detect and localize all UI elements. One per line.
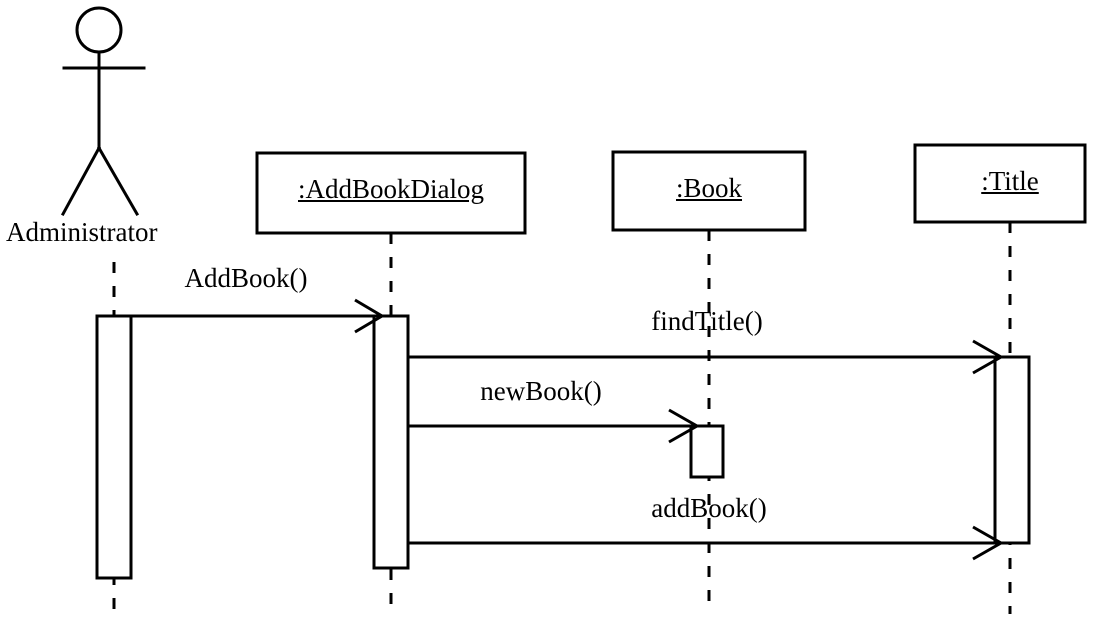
message-label-findtitle: findTitle() bbox=[651, 306, 763, 336]
lifeline-box-title[interactable] bbox=[913, 143, 1087, 224]
actor-right-leg-line bbox=[96, 145, 140, 217]
message-arrowhead-addbook2 bbox=[972, 525, 1005, 561]
lifeline-box-addbookdialog[interactable] bbox=[255, 151, 527, 235]
actor-left-leg-line bbox=[60, 145, 102, 217]
lifeline-label-book: :Book bbox=[675, 173, 743, 203]
activation-bar-book bbox=[689, 424, 725, 479]
message-arrow-addbook2 bbox=[408, 525, 1005, 561]
activation-bar-title bbox=[993, 355, 1031, 545]
lifeline-label-title: :Title bbox=[981, 166, 1039, 196]
activation-bars-group bbox=[95, 314, 1031, 580]
activation-bar-administrator bbox=[95, 314, 133, 580]
actor-head-icon bbox=[75, 6, 123, 54]
activation-bar-addbookdialog bbox=[372, 314, 410, 570]
lifeline-header-boxes-group bbox=[255, 143, 1087, 235]
message-arrows-group bbox=[114, 298, 1005, 561]
message-arrowhead-addbook bbox=[354, 298, 385, 334]
message-arrow-findtitle bbox=[408, 339, 1005, 375]
message-label-addbook2: addBook() bbox=[651, 493, 767, 523]
message-arrow-addbook bbox=[114, 298, 385, 334]
message-arrowhead-newbook bbox=[668, 408, 701, 444]
message-label-addbook: AddBook() bbox=[184, 263, 308, 293]
message-label-newbook: newBook() bbox=[480, 376, 602, 406]
message-arrowhead-findtitle bbox=[972, 339, 1005, 375]
lifeline-box-book[interactable] bbox=[611, 150, 807, 232]
message-arrow-newbook bbox=[408, 408, 701, 444]
actor-label-administrator: Administrator bbox=[6, 217, 158, 247]
actor-stick-figure-icon bbox=[60, 6, 146, 217]
lifeline-label-addbookdialog: :AddBookDialog bbox=[298, 174, 484, 204]
